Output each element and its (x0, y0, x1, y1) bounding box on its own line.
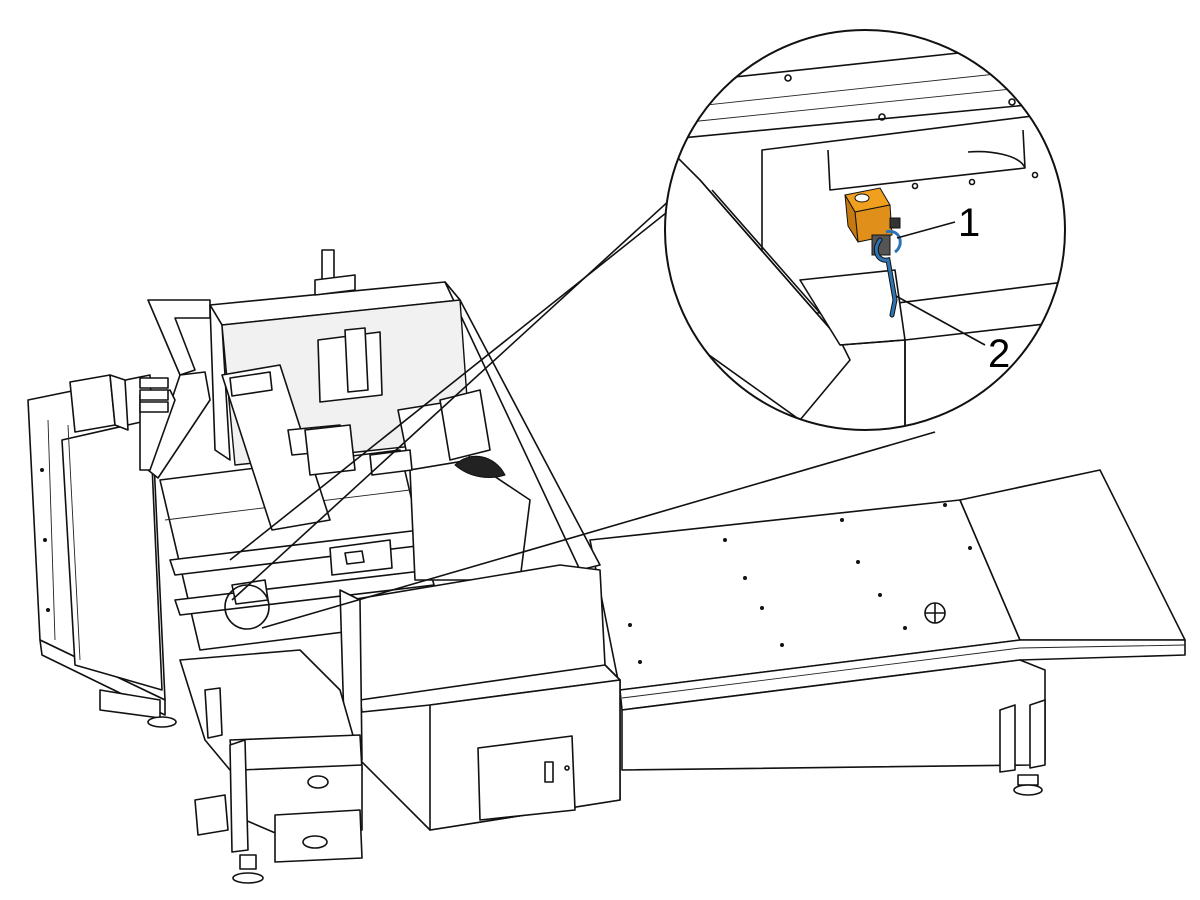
bellows-icon (139, 377, 169, 413)
magnifier-leader-lines (229, 144, 936, 629)
extension-table (589, 469, 1186, 771)
cable-duct (139, 299, 211, 479)
table-holes (628, 503, 972, 664)
detail-source-circle (224, 584, 270, 630)
callout-1-leader (896, 221, 956, 239)
left-feet (147, 716, 264, 884)
front-housing (339, 564, 621, 831)
access-panel (477, 735, 576, 821)
callout-2-leader (895, 295, 986, 346)
right-feet (999, 699, 1046, 796)
detail-view: 1 2 (664, 29, 1066, 431)
main-body (159, 249, 601, 651)
callout-1: 1 (958, 201, 980, 245)
clamp-block-icon (844, 187, 901, 256)
infeed-section (179, 649, 363, 863)
callout-2: 2 (988, 332, 1010, 376)
left-cabinet (27, 374, 166, 719)
